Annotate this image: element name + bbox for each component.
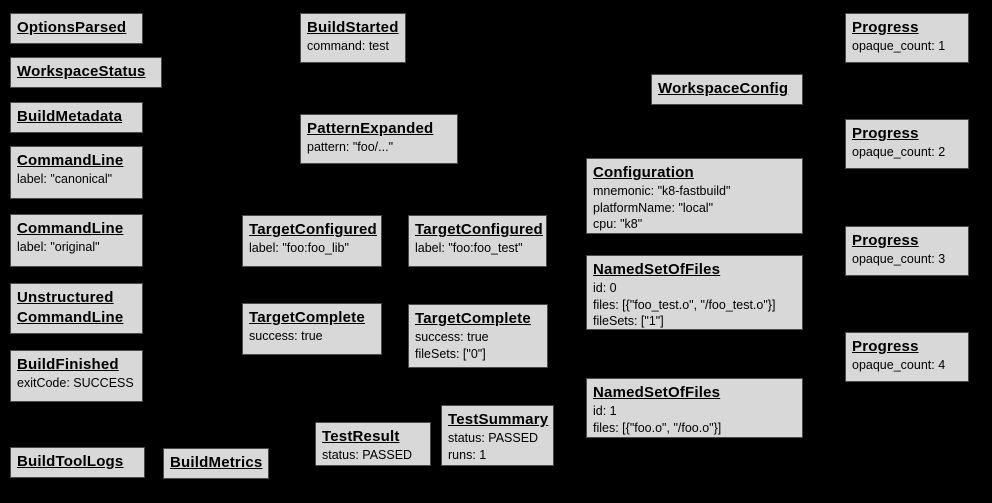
- event-title: CommandLine: [17, 220, 124, 237]
- event-title: TargetConfigured: [415, 221, 543, 238]
- event-field: files: [{"foo.o", "/foo.o"}]: [593, 420, 722, 435]
- event-field: files: [{"foo_test.o", "/foo_test.o"}]: [593, 297, 776, 312]
- event-box-workspace-config: WorkspaceConfig: [651, 74, 803, 105]
- event-field: label: "foo:foo_lib": [249, 241, 349, 255]
- event-field: label: "original": [17, 240, 100, 254]
- event-field: cpu: "k8": [593, 217, 643, 231]
- event-box-workspace-status: WorkspaceStatus: [10, 57, 162, 88]
- event-box-configuration: Configuration mnemonic: "k8-fastbuild" p…: [586, 158, 803, 234]
- event-box-target-complete-foo-test: TargetComplete success: true fileSets: […: [408, 304, 548, 368]
- event-title: TargetConfigured: [249, 221, 377, 238]
- event-field: opaque_count: 4: [852, 358, 946, 372]
- event-title: PatternExpanded: [307, 120, 434, 137]
- event-box-progress-1: Progress opaque_count: 1: [845, 13, 969, 63]
- event-box-command-line-canonical: CommandLine label: "canonical": [10, 146, 143, 199]
- event-box-options-parsed: OptionsParsed: [10, 13, 143, 44]
- event-field: opaque_count: 3: [852, 252, 946, 266]
- event-box-pattern-expanded: PatternExpanded pattern: "foo/...": [300, 114, 458, 164]
- event-title: Progress: [852, 338, 919, 355]
- event-field: status: PASSED: [322, 448, 413, 462]
- event-field: mnemonic: "k8-fastbuild": [593, 184, 731, 198]
- event-box-named-set-of-files-1: NamedSetOfFiles id: 1 files: [{"foo.o", …: [586, 378, 803, 438]
- event-field: success: true: [249, 329, 323, 343]
- event-box-build-started: BuildStarted command: test: [300, 13, 406, 63]
- event-title: Progress: [852, 232, 919, 249]
- event-field: runs: 1: [448, 447, 487, 462]
- event-title: TestSummary: [448, 411, 549, 428]
- event-title: BuildFinished: [17, 356, 119, 373]
- event-field: label: "foo:foo_test": [415, 241, 523, 255]
- event-box-target-configured-foo-lib: TargetConfigured label: "foo:foo_lib": [242, 215, 382, 267]
- event-box-build-finished: BuildFinished exitCode: SUCCESS: [10, 350, 143, 402]
- event-title: OptionsParsed: [17, 19, 127, 36]
- event-title: Configuration: [593, 164, 694, 181]
- event-box-target-configured-foo-test: TargetConfigured label: "foo:foo_test": [408, 215, 547, 267]
- event-box-test-result: TestResult status: PASSED: [315, 422, 431, 466]
- event-title: TargetComplete: [415, 310, 531, 327]
- event-box-named-set-of-files-0: NamedSetOfFiles id: 0 files: [{"foo_test…: [586, 255, 803, 330]
- event-box-unstructured-command-line: Unstructured CommandLine: [10, 283, 143, 334]
- event-field: id: 0: [593, 281, 617, 295]
- event-box-build-tool-logs: BuildToolLogs: [10, 447, 145, 478]
- event-title: TestResult: [322, 428, 400, 445]
- event-title: NamedSetOfFiles: [593, 261, 721, 278]
- event-field: opaque_count: 1: [852, 39, 946, 53]
- event-field: opaque_count: 2: [852, 145, 946, 159]
- event-box-build-metrics: BuildMetrics: [163, 448, 269, 479]
- event-box-command-line-original: CommandLine label: "original": [10, 214, 143, 267]
- event-title: Progress: [852, 125, 919, 142]
- event-title: CommandLine: [17, 152, 124, 169]
- event-title: BuildMetadata: [17, 108, 123, 125]
- event-field: label: "canonical": [17, 172, 113, 186]
- event-title: WorkspaceConfig: [658, 80, 789, 97]
- event-field: fileSets: ["0"]: [415, 346, 486, 361]
- event-title: NamedSetOfFiles: [593, 384, 721, 401]
- event-field: pattern: "foo/...": [307, 140, 394, 154]
- event-field: exitCode: SUCCESS: [17, 376, 134, 390]
- event-box-target-complete-foo-lib: TargetComplete success: true: [242, 303, 382, 355]
- event-field: command: test: [307, 39, 389, 53]
- event-box-test-summary: TestSummary status: PASSED runs: 1: [441, 405, 554, 466]
- event-field: id: 1: [593, 404, 617, 418]
- event-title: Progress: [852, 19, 919, 36]
- event-box-progress-2: Progress opaque_count: 2: [845, 119, 969, 169]
- event-title: BuildToolLogs: [17, 453, 124, 470]
- event-title: WorkspaceStatus: [17, 63, 146, 80]
- event-field: fileSets: ["1"]: [593, 314, 664, 328]
- event-title: BuildStarted: [307, 19, 399, 36]
- event-title: TargetComplete: [249, 309, 365, 326]
- event-field: status: PASSED: [448, 431, 539, 445]
- event-box-build-metadata: BuildMetadata: [10, 102, 143, 133]
- event-title: BuildMetrics: [170, 454, 263, 471]
- event-title: Unstructured CommandLine: [17, 289, 124, 326]
- event-field: success: true: [415, 330, 489, 344]
- event-field: platformName: "local": [593, 200, 714, 215]
- event-box-progress-4: Progress opaque_count: 4: [845, 332, 969, 382]
- event-box-progress-3: Progress opaque_count: 3: [845, 226, 969, 276]
